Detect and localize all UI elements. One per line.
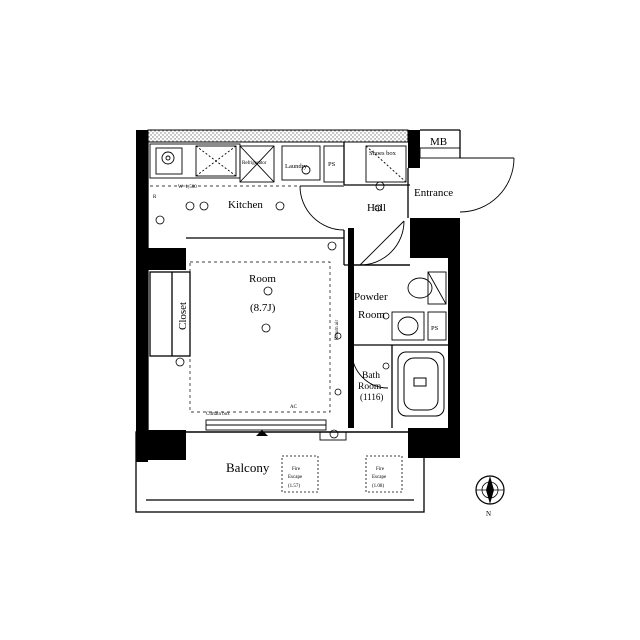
laundry-label: Laundry xyxy=(285,163,308,170)
kitchen-counter xyxy=(149,143,461,183)
bath-room-label-line2: Room xyxy=(358,382,382,392)
curtain-box-label: Curtain box xyxy=(206,412,230,417)
powder-room-label-line1: Powder xyxy=(354,291,388,303)
shoes-box-label: Shoes box xyxy=(369,150,397,157)
compass-icon xyxy=(475,475,505,505)
kitchen-width-label: W=1,500 xyxy=(178,185,197,190)
ps-right-label: PS xyxy=(431,325,439,332)
fire-escape-1-code: (1.57) xyxy=(288,484,300,489)
compass-north-label: N xyxy=(486,510,491,518)
fire-escape-2-line1: Fire xyxy=(376,467,385,472)
fire-escape-2-line2: Escape xyxy=(372,475,387,480)
return-air-label: Return air xyxy=(335,320,340,340)
top-wall-band xyxy=(147,129,409,143)
powder-room-label-line2: Room xyxy=(358,309,385,321)
powder-room-fixtures xyxy=(391,271,447,341)
room-label: Room xyxy=(249,273,276,285)
fire-escape-2-code: (1.08) xyxy=(372,484,384,489)
electrical-symbols xyxy=(155,181,390,439)
ps-top-label: PS xyxy=(328,161,336,168)
fire-escape-1-line1: Fire xyxy=(292,467,301,472)
fire-escape-hatch-2 xyxy=(365,455,403,493)
fire-escape-hatch-1 xyxy=(281,455,319,493)
bath-size-label: (1116) xyxy=(360,392,383,402)
refrigerator-label: Refrigerator xyxy=(242,161,267,166)
mb-label: MB xyxy=(430,136,447,148)
ac-label: AC xyxy=(290,405,298,410)
kitchen-label: Kitchen xyxy=(228,199,263,211)
r-mark-label: R xyxy=(153,195,157,200)
bath-room-label-line1: Bath xyxy=(362,371,380,381)
balcony-label: Balcony xyxy=(226,460,270,475)
doors xyxy=(205,157,515,441)
closet-label: Closet xyxy=(177,302,189,330)
room-size-label: (8.7J) xyxy=(250,302,276,314)
bathtub xyxy=(397,351,445,417)
structural-walls xyxy=(136,130,460,462)
window-marker xyxy=(256,430,268,436)
hall-label: Hall xyxy=(367,202,386,214)
entrance-label: Entrance xyxy=(414,187,453,199)
fire-escape-1-line2: Escape xyxy=(288,475,303,480)
